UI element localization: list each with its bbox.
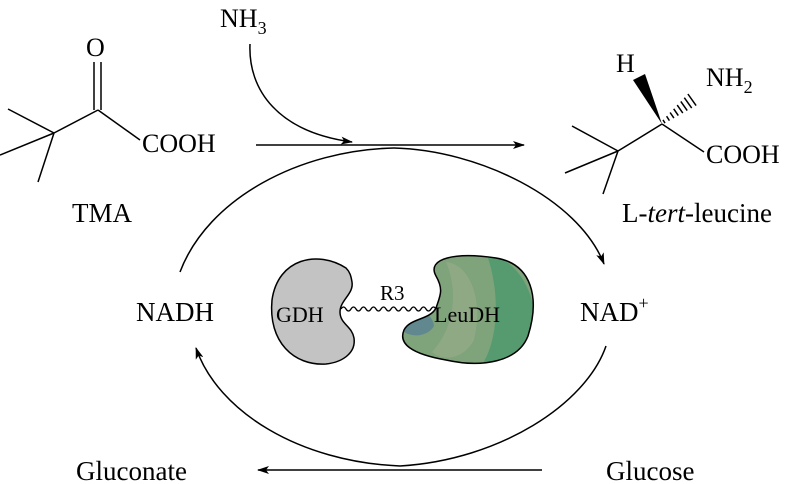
gluconate-label: Gluconate [76, 456, 187, 484]
linker-wave [340, 306, 437, 312]
carbonyl-oxygen-label: O [86, 33, 105, 62]
product-amine-base: NH [706, 63, 744, 92]
ammonia-base: NH [220, 4, 258, 33]
tma-acid-label: COOH [142, 129, 216, 158]
arc-top-right [393, 147, 605, 265]
ammonia-subscript: 3 [258, 18, 267, 38]
product-structure [564, 123, 705, 195]
nad-base: NAD [580, 297, 639, 327]
ammonia-arrow [249, 43, 353, 145]
product-suffix: -leucine [685, 198, 772, 228]
wedge-bond [633, 74, 662, 124]
nad-superscript: + [639, 293, 649, 313]
nad-plus-label: NAD+ [580, 293, 649, 327]
arc-bottom-left [195, 347, 401, 467]
arc-bottom-right [399, 345, 607, 467]
leudh-enzyme-shape [401, 255, 534, 365]
product-h-label: H [616, 49, 635, 78]
linker-label: R3 [380, 281, 405, 305]
tma-structure [0, 62, 141, 183]
product-label: L-tert-leucine [622, 198, 772, 228]
product-italic: tert [647, 198, 686, 228]
leudh-label: LeuDH [434, 302, 500, 327]
product-amine-label: NH2 [706, 63, 753, 97]
product-acid-label: COOH [706, 140, 780, 169]
product-prefix: L- [622, 198, 647, 228]
hashed-bond [662, 93, 697, 124]
ammonia-label: NH3 [220, 4, 267, 38]
gdh-enzyme-shape [270, 258, 355, 365]
product-amine-subscript: 2 [744, 77, 753, 97]
arc-top-left [179, 147, 395, 273]
glucose-label: Glucose [606, 456, 694, 484]
gdh-label: GDH [276, 302, 324, 327]
nadh-label: NADH [136, 297, 214, 327]
substrate-label: TMA [72, 198, 133, 228]
